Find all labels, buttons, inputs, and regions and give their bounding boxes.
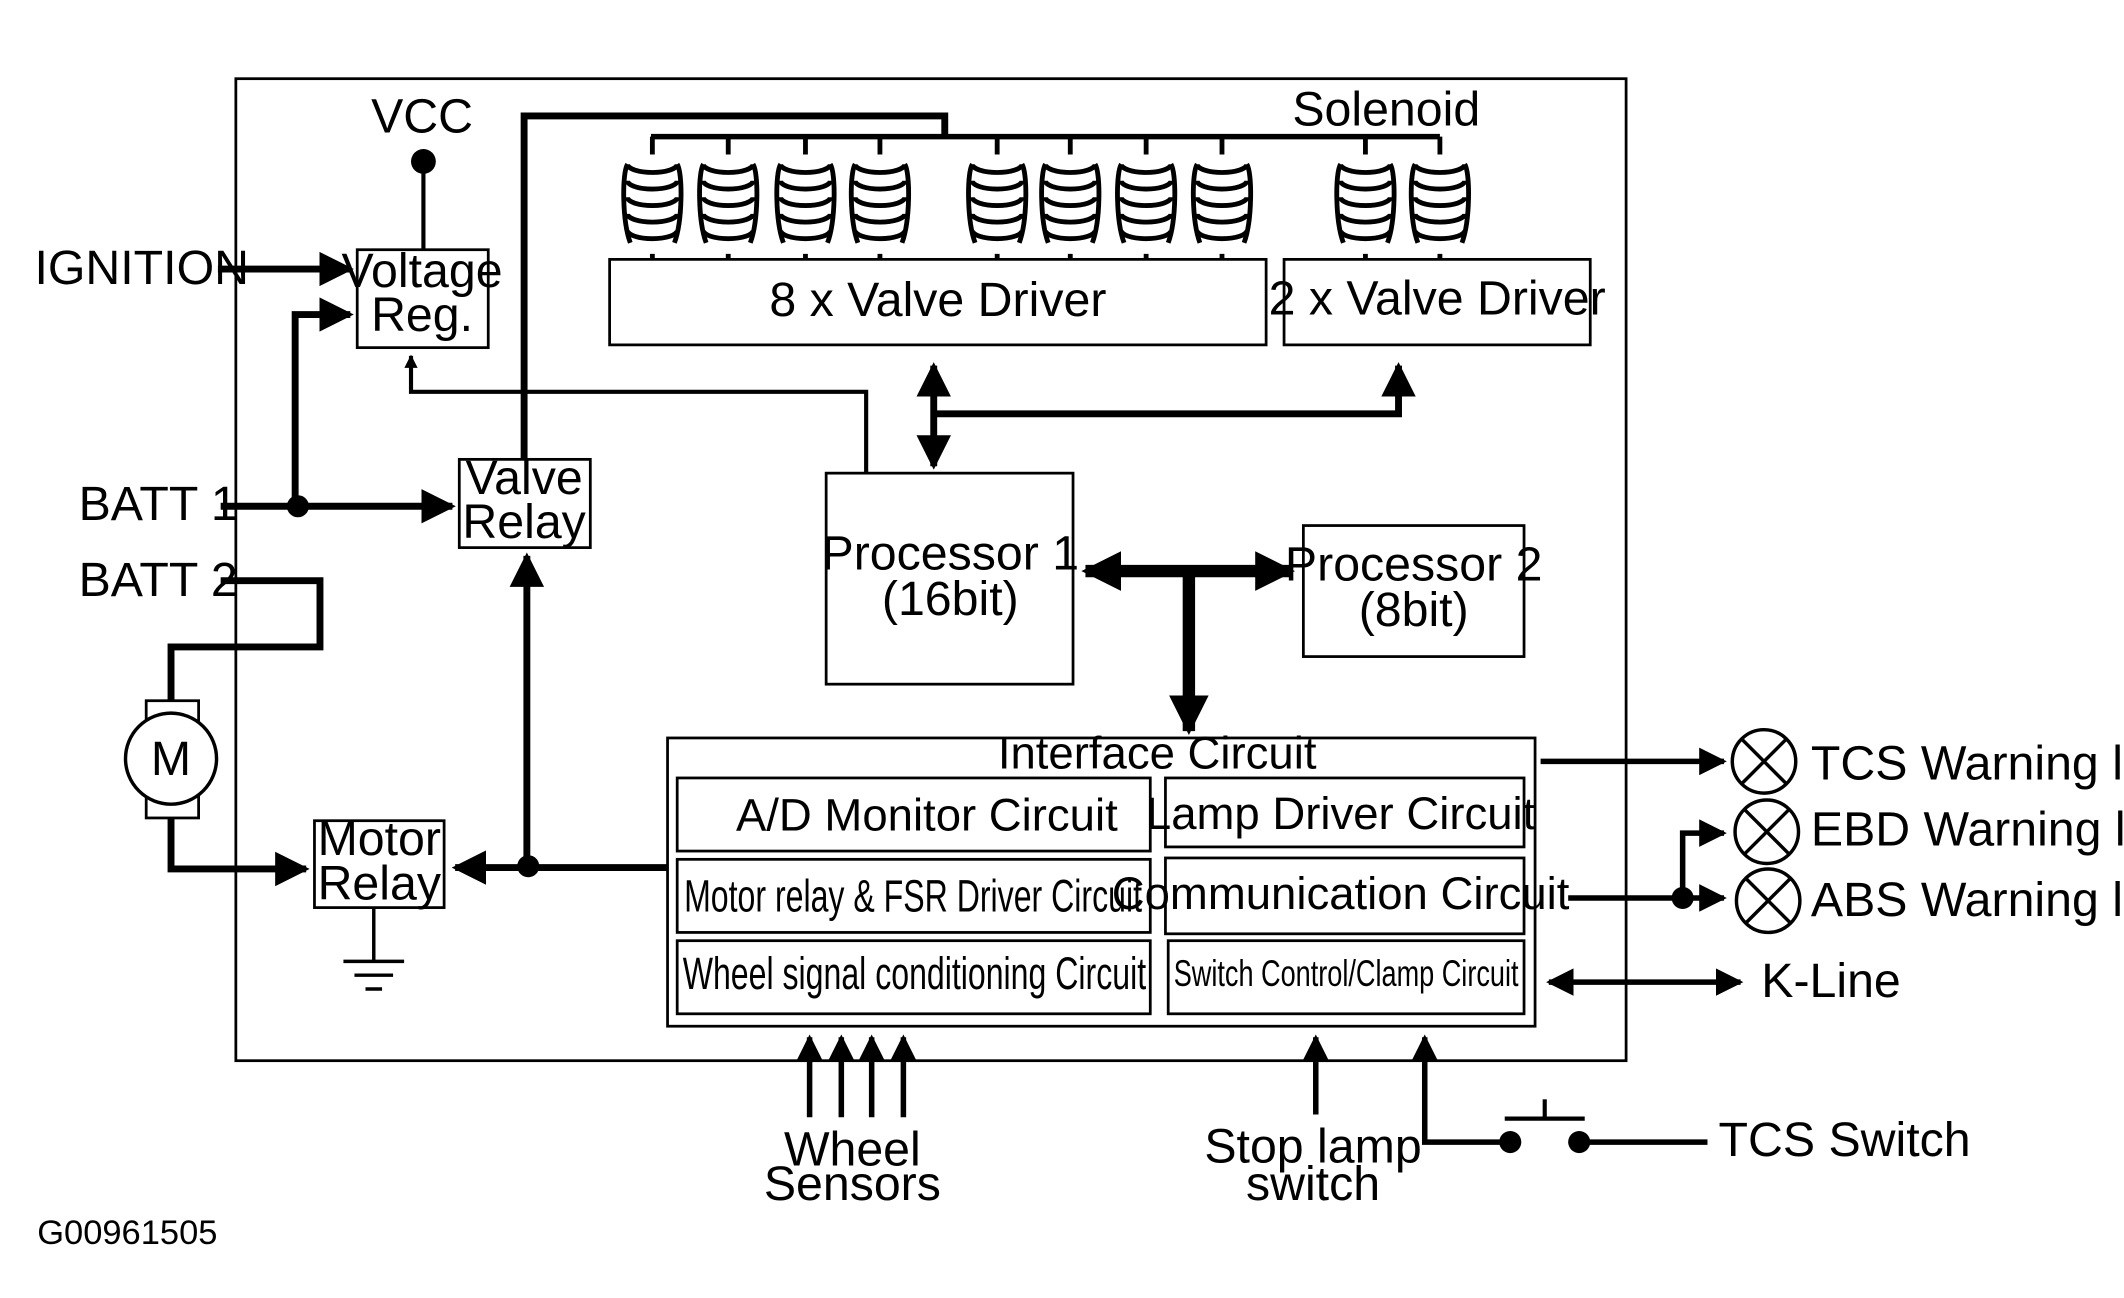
switch-control-circuit (1166, 939, 1526, 1016)
motor-relay-label-2: Relay (318, 856, 442, 910)
batt2-label: BATT 2 (79, 553, 238, 607)
motor-to-relay (167, 817, 310, 887)
ad-monitor-label: A/D Monitor Circuit (736, 789, 1118, 840)
processor1-to-voltage-reg (404, 354, 869, 474)
lamp-driver-circuit (1164, 776, 1526, 849)
wheel-signal-label: Wheel signal conditioning Circuit (683, 948, 1147, 999)
switch-control-label: Switch Control/Clamp Circuit (1174, 952, 1519, 994)
lamp-junction (1671, 886, 1694, 909)
ebd-lamp-label: EBD Warning lamp (1811, 803, 2124, 857)
processor1-label-1: Processor 1 (822, 527, 1080, 581)
solenoid-coil (1039, 136, 1102, 263)
solenoid-coil (1190, 136, 1254, 263)
ignition-label: IGNITION (34, 241, 249, 295)
motor: M (123, 699, 219, 820)
stop-lamp-label-2: switch (1246, 1157, 1380, 1211)
voltage-reg-label-2: Reg. (371, 288, 473, 342)
processor2-label-2: (8bit) (1359, 583, 1469, 637)
vcc-label: VCC (371, 89, 473, 143)
solenoid-coil (1408, 136, 1471, 263)
processor1-block (824, 471, 1075, 686)
valve-driver-2-block (1282, 257, 1592, 347)
tcs-switch-icon (1499, 1099, 1591, 1154)
wheel-signal-circuit (675, 939, 1152, 1016)
solenoid-coil (1334, 136, 1397, 263)
interface-circuit-title: Interface Circuit (998, 727, 1317, 778)
figure-code: G00961505 (37, 1214, 217, 1252)
solenoid-coils (621, 136, 1471, 263)
lamp-icon (1734, 867, 1802, 935)
solenoid-coil (966, 136, 1029, 263)
voltage-reg-block (355, 248, 490, 350)
lamp-driver-label: Lamp Driver Circuit (1146, 788, 1536, 839)
solenoid-coil (774, 136, 837, 263)
wheel-sensors-label-2: Sensors (764, 1157, 941, 1211)
wheel-sensors-label-1: Wheel (784, 1123, 921, 1177)
tcs-switch-label: TCS Switch (1719, 1113, 1971, 1167)
motor-relay-block (313, 819, 446, 909)
tcs-lamp-label: TCS Warning lamp (1811, 736, 2124, 790)
solenoid-coil (848, 136, 911, 263)
motor-relay-fsr-label: Motor relay & FSR Driver Circuit (684, 871, 1142, 922)
lamp-icon (1730, 727, 1798, 795)
lamp-icon (1733, 798, 1801, 866)
batt1-junction (286, 495, 309, 518)
tcs-switch-line (1410, 1034, 1511, 1145)
ground-icon (343, 907, 405, 991)
voltage-reg-label-1: Voltage (342, 244, 503, 298)
motor-relay-label-1: Motor (318, 812, 441, 866)
processor2-label-1: Processor 2 (1285, 538, 1543, 592)
valve-driver-8-label: 8 x Valve Driver (769, 273, 1106, 327)
motor-symbol: M (151, 732, 191, 786)
interface-circuit-block (666, 736, 1537, 1028)
valve-relay-to-solenoids (520, 112, 949, 460)
batt2-to-motor (167, 577, 324, 701)
ebd-lamp-line (1679, 819, 1727, 898)
wheel-sensor-lines (795, 1034, 918, 1118)
valve-relay-label-1: Valve (466, 451, 583, 505)
solenoid-coil (1115, 136, 1178, 263)
processor2-block (1301, 524, 1526, 658)
batt1-to-voltage-reg (291, 297, 354, 507)
valve-relay-block (457, 457, 592, 550)
motor-relay-fsr-circuit (675, 857, 1152, 934)
solenoid-coil (697, 136, 760, 263)
communication-circuit (1164, 856, 1526, 936)
solenoid-coil (621, 136, 684, 263)
processor1-label-2: (16bit) (882, 572, 1019, 626)
stop-lamp-label-1: Stop lamp (1204, 1120, 1421, 1174)
motor-icon (123, 711, 219, 806)
valve-relay-label-2: Relay (462, 495, 586, 549)
solenoid-label: Solenoid (1292, 83, 1480, 137)
relay-drive-junction (517, 855, 540, 878)
valve-driver-2-label: 2 x Valve Driver (1269, 272, 1606, 326)
batt1-label: BATT 1 (79, 477, 238, 531)
processor1-to-valve-driver-2 (933, 362, 1416, 418)
k-line-label: K-Line (1761, 954, 1901, 1008)
ad-monitor-circuit (675, 776, 1152, 853)
ecu-boundary (234, 77, 1628, 1063)
valve-driver-8-block (608, 257, 1268, 347)
abs-lamp-label: ABS Warning lamp (1811, 873, 2124, 927)
communication-label: Communication Circuit (1112, 868, 1570, 919)
